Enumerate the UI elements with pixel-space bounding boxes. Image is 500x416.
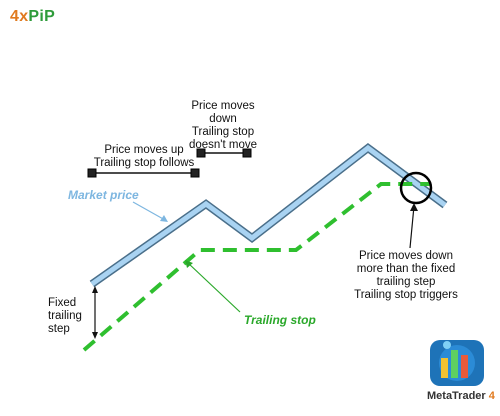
fixed-step-arrowhead-up xyxy=(92,286,98,293)
logo-prefix: 4x xyxy=(10,8,29,25)
trigger-circle xyxy=(399,171,433,205)
trailing-stop-line xyxy=(82,182,430,352)
logo-suffix: PiP xyxy=(28,8,56,25)
market-price-arrowhead xyxy=(160,215,168,222)
trigger-arrowhead xyxy=(410,203,418,211)
metatrader-icon xyxy=(430,340,484,386)
price-up-bracket-left-marker xyxy=(87,168,97,178)
market-price-arrow xyxy=(132,201,166,221)
price-up-annotation: Price moves up Trailing stop follows xyxy=(93,144,195,169)
trigger-arrow xyxy=(409,205,415,249)
market-price-line xyxy=(90,144,447,287)
price-up-bracket-right-marker xyxy=(190,168,200,178)
brand-logo: 4xPiP xyxy=(10,8,55,26)
price-down-bracket-right-marker xyxy=(242,148,252,158)
trailing-stop-arrowhead xyxy=(185,260,193,268)
metatrader-name: MetaTrader xyxy=(427,390,486,402)
trigger-annotation: Price moves down more than the fixed tra… xyxy=(354,250,458,301)
metatrader-brand: MetaTrader 4 xyxy=(427,390,495,402)
price-down-bracket-left-marker xyxy=(196,148,206,158)
fixed-step-arrowhead-down xyxy=(92,332,98,339)
trailing-stop-arrow xyxy=(187,262,241,313)
metatrader-version: 4 xyxy=(488,390,495,402)
fixed-step-annotation: Fixed trailing step xyxy=(48,297,82,335)
market-price-label: Market price xyxy=(68,188,139,202)
price-down-annotation: Price moves down Trailing stop doesn't m… xyxy=(188,100,258,151)
trailing-stop-label: Trailing stop xyxy=(244,313,316,327)
